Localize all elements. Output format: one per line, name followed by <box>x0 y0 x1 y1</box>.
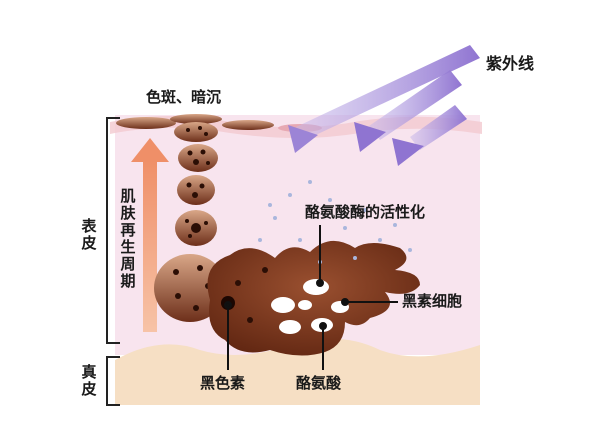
melanocyte-label: 黑素细胞 <box>402 292 463 310</box>
dermis-layer <box>115 338 480 405</box>
uv-label: 紫外线 <box>486 54 535 73</box>
spots-label: 色斑、暗沉 <box>146 88 222 106</box>
dermis-label: 真皮 <box>81 363 97 398</box>
enzyme-label: 酪氨酸酶的活性化 <box>305 203 426 221</box>
renewal-label: 肌肤再生周期 <box>120 187 136 290</box>
melanin-label: 黑色素 <box>200 374 246 392</box>
uv-arrows <box>288 45 480 166</box>
melanin-cells <box>154 122 226 322</box>
tyrosine-label: 酪氨酸 <box>296 374 342 392</box>
epidermis-bracket <box>106 117 120 344</box>
melanocyte-body <box>207 240 420 356</box>
callout-lines <box>224 225 398 370</box>
dermis-bracket <box>106 356 120 406</box>
renewal-arrow <box>131 138 169 332</box>
epidermis-label: 表皮 <box>81 217 97 252</box>
